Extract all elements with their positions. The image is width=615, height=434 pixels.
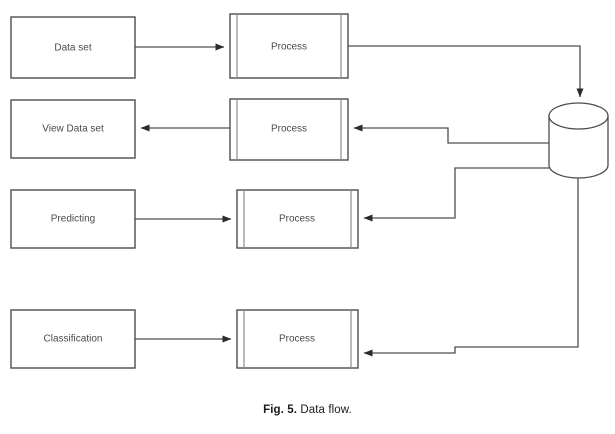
flow-store-to-process-4 (363, 178, 579, 357)
node-process-3[interactable] (236, 189, 359, 249)
figure-caption-text: Data flow. (300, 404, 352, 416)
flow-process-1-to-store (348, 45, 584, 98)
flow-store-to-process-2 (353, 124, 549, 144)
node-classification[interactable] (10, 309, 136, 369)
node-process-3-label: Process (279, 214, 315, 225)
row-data-set: Data set Process (10, 13, 584, 98)
node-process-2[interactable] (229, 98, 349, 161)
node-predicting-label: Predicting (51, 214, 95, 225)
row-view-data-set: View Data set Process (10, 98, 549, 161)
data-flow-diagram: Data set Process View Data set Process P… (10, 13, 609, 369)
node-classification-label: Classification (44, 334, 103, 345)
node-process-1[interactable] (229, 13, 349, 79)
node-process-4[interactable] (236, 309, 359, 369)
row-predicting: Predicting Process (10, 167, 549, 249)
node-process-1-label: Process (271, 42, 307, 53)
flow-store-to-process-3 (363, 167, 549, 222)
node-view-data-set-label: View Data set (42, 124, 104, 135)
node-data-set-label: Data set (54, 43, 91, 54)
row-classification: Classification Process (10, 178, 579, 369)
figure-caption: Fig. 5. Data flow. (0, 404, 615, 416)
node-process-4-label: Process (279, 334, 315, 345)
node-predicting[interactable] (10, 189, 136, 249)
figure-caption-label: Fig. 5. (263, 404, 298, 416)
node-view-data-set[interactable] (10, 99, 136, 159)
node-data-set[interactable] (10, 16, 136, 79)
data-store-cylinder[interactable] (548, 102, 609, 179)
node-process-2-label: Process (271, 124, 307, 135)
